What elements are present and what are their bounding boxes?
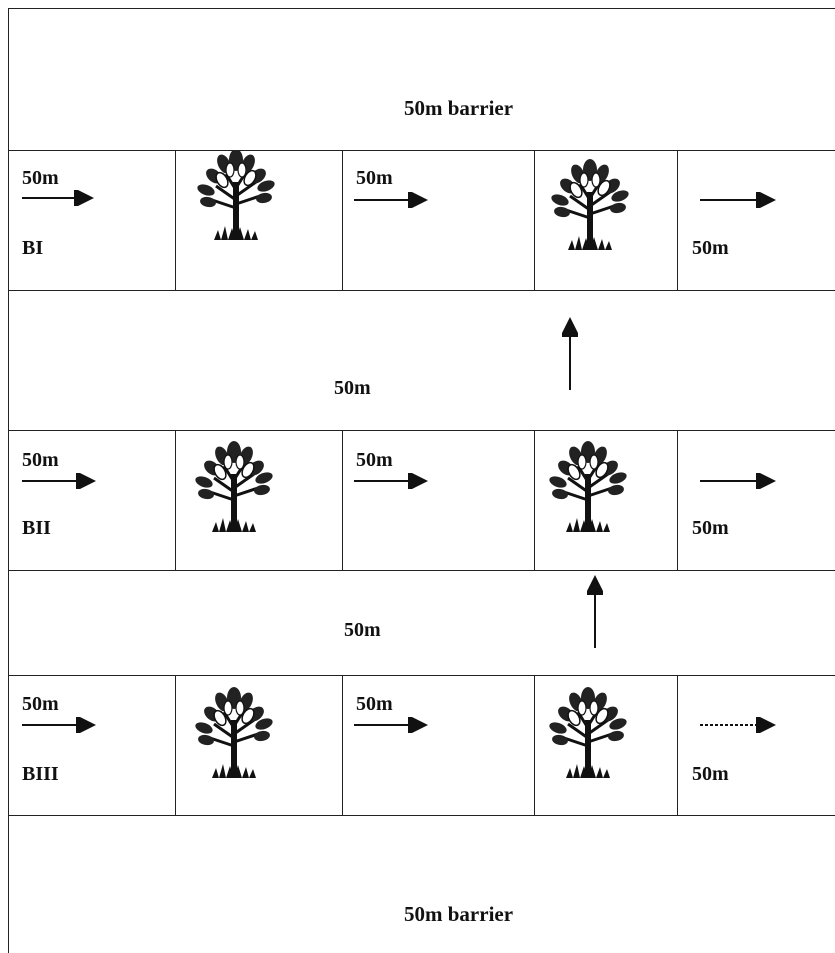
barrier-top-label: 50m barrier: [404, 96, 514, 120]
tree-icon: [548, 440, 628, 534]
arrow-right-icon: [700, 717, 776, 733]
row-biii-cell1-label: 50m: [22, 693, 59, 715]
tree-icon: [194, 686, 274, 780]
arrow-right-icon: [700, 473, 776, 489]
arrow-right-icon: [22, 717, 96, 733]
row-bii-cell1-label: 50m: [22, 449, 59, 471]
row-biii-divider-4: [677, 675, 678, 815]
row-bi-block-name: BI: [22, 237, 44, 259]
row-biii-bottom-line: [8, 815, 835, 816]
row-bi-bottom-line: [8, 290, 835, 291]
row-bii-block-name: BII: [22, 517, 51, 539]
row-bi-cell5-label: 50m: [692, 237, 729, 259]
arrow-right-icon: [354, 192, 428, 208]
row-bi-divider-3: [534, 150, 535, 290]
tree-icon: [548, 686, 628, 780]
gap-2-label: 50m: [344, 619, 381, 641]
row-bii-divider-1: [175, 430, 176, 570]
row-bi-divider-4: [677, 150, 678, 290]
row-biii-divider-1: [175, 675, 176, 815]
arrow-right-icon: [22, 190, 94, 206]
arrow-right-icon: [354, 473, 428, 489]
row-bi-cell3-label: 50m: [356, 167, 393, 189]
row-bii-bottom-line: [8, 570, 835, 571]
barrier-bottom-label: 50m barrier: [404, 902, 514, 926]
arrow-right-icon: [354, 717, 428, 733]
row-bi-top-line: [8, 150, 835, 151]
arrow-up-icon: [587, 575, 603, 648]
tree-icon: [194, 440, 274, 534]
tree-icon: [550, 158, 630, 252]
row-bi-divider-2: [342, 150, 343, 290]
row-bii-divider-2: [342, 430, 343, 570]
tree-icon: [196, 150, 276, 242]
row-bii-top-line: [8, 430, 835, 431]
row-bii-cell3-label: 50m: [356, 449, 393, 471]
row-biii-divider-3: [534, 675, 535, 815]
left-border: [8, 8, 9, 953]
arrow-right-icon: [700, 192, 776, 208]
row-bi-cell1-label: 50m: [22, 167, 59, 189]
row-bii-divider-4: [677, 430, 678, 570]
arrow-right-icon: [22, 473, 96, 489]
row-biii-block-name: BIII: [22, 763, 59, 785]
top-border: [8, 8, 835, 9]
row-biii-cell3-label: 50m: [356, 693, 393, 715]
gap-1-label: 50m: [334, 377, 371, 399]
arrow-up-icon: [562, 317, 578, 390]
row-biii-divider-2: [342, 675, 343, 815]
row-biii-cell5-label: 50m: [692, 763, 729, 785]
row-bi-divider-1: [175, 150, 176, 290]
row-biii-top-line: [8, 675, 835, 676]
row-bii-divider-3: [534, 430, 535, 570]
row-bii-cell5-label: 50m: [692, 517, 729, 539]
